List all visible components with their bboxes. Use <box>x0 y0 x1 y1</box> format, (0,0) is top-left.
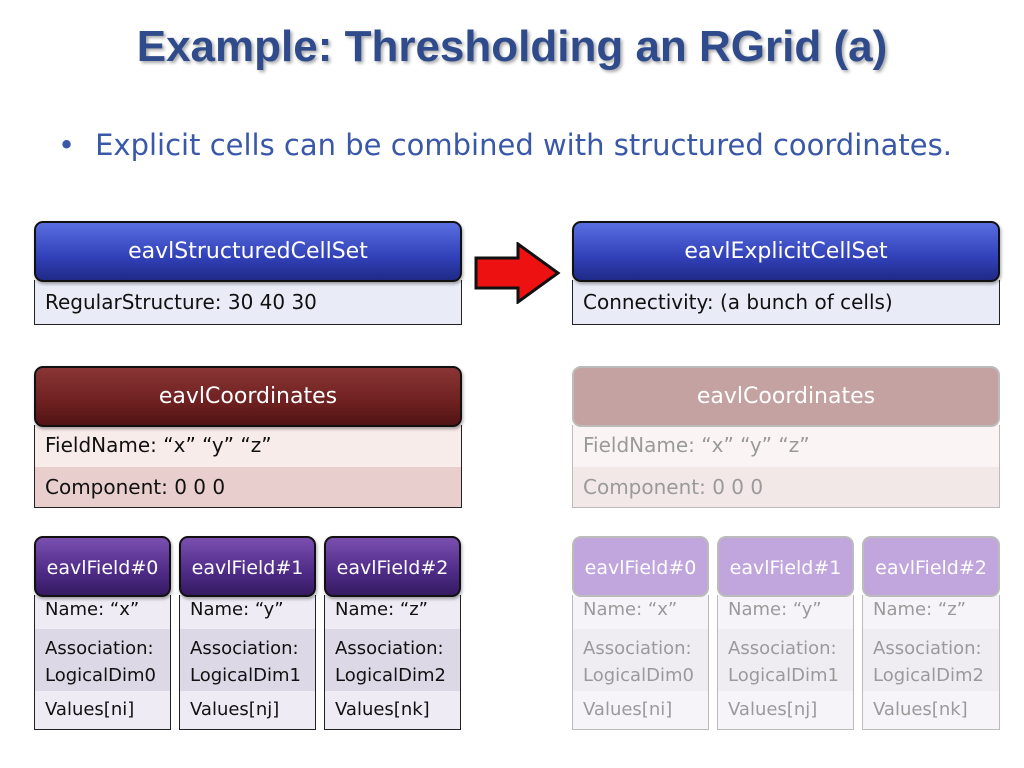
right-field-2-body: Name: “z” Association: LogicalDim2 Value… <box>862 595 1000 730</box>
right-field-0-header: eavlField#0 <box>572 536 709 597</box>
field-values-row: Values[nj] <box>180 691 315 729</box>
field-values-row: Values[nk] <box>863 691 999 729</box>
right-coords-box: eavlCoordinates FieldName: “x” “y” “z” C… <box>572 366 1000 508</box>
left-cellset-body: RegularStructure: 30 40 30 <box>34 280 462 325</box>
right-field-1-header: eavlField#1 <box>717 536 854 597</box>
left-coords-body: FieldName: “x” “y” “z” Component: 0 0 0 <box>34 425 462 508</box>
field-association-value: LogicalDim1 <box>190 665 301 686</box>
field-values-row: Values[nj] <box>718 691 853 729</box>
left-coords-component: Component: 0 0 0 <box>35 467 461 507</box>
left-field-2-body: Name: “z” Association: LogicalDim2 Value… <box>324 595 461 730</box>
left-coords-fieldname: FieldName: “x” “y” “z” <box>35 425 461 467</box>
right-cellset-header: eavlExplicitCellSet <box>572 221 1000 282</box>
right-coords-body: FieldName: “x” “y” “z” Component: 0 0 0 <box>572 425 1000 508</box>
left-coords-header: eavlCoordinates <box>34 366 462 427</box>
field-association-row: Association: LogicalDim1 <box>718 629 853 691</box>
left-field-0: eavlField#0 Name: “x” Association: Logic… <box>34 536 171 730</box>
field-association-value: LogicalDim1 <box>728 665 839 686</box>
field-association-value: LogicalDim2 <box>335 665 446 686</box>
field-values-row: Values[ni] <box>573 691 708 729</box>
field-association-label: Association: <box>583 638 692 659</box>
right-field-2-header: eavlField#2 <box>862 536 1000 597</box>
right-cellset-body: Connectivity: (a bunch of cells) <box>572 280 1000 325</box>
left-field-0-body: Name: “x” Association: LogicalDim0 Value… <box>34 595 171 730</box>
left-cellset-row: RegularStructure: 30 40 30 <box>35 280 461 324</box>
left-field-1: eavlField#1 Name: “y” Association: Logic… <box>179 536 316 730</box>
right-coords-component: Component: 0 0 0 <box>573 467 999 507</box>
left-field-2-header: eavlField#2 <box>324 536 461 597</box>
right-field-1-body: Name: “y” Association: LogicalDim1 Value… <box>717 595 854 730</box>
right-cellset-row: Connectivity: (a bunch of cells) <box>573 280 999 324</box>
field-association-row: Association: LogicalDim0 <box>35 629 170 691</box>
left-field-1-body: Name: “y” Association: LogicalDim1 Value… <box>179 595 316 730</box>
field-name-row: Name: “x” <box>573 595 708 629</box>
field-association-value: LogicalDim2 <box>873 665 984 686</box>
field-association-value: LogicalDim0 <box>45 665 156 686</box>
right-coords-header: eavlCoordinates <box>572 366 1000 427</box>
field-values-row: Values[ni] <box>35 691 170 729</box>
right-field-0: eavlField#0 Name: “x” Association: Logic… <box>572 536 709 730</box>
field-values-row: Values[nk] <box>325 691 460 729</box>
field-association-row: Association: LogicalDim0 <box>573 629 708 691</box>
right-field-1: eavlField#1 Name: “y” Association: Logic… <box>717 536 854 730</box>
field-name-row: Name: “y” <box>718 595 853 629</box>
field-association-label: Association: <box>190 638 299 659</box>
field-name-row: Name: “z” <box>863 595 999 629</box>
field-name-row: Name: “y” <box>180 595 315 629</box>
field-name-row: Name: “x” <box>35 595 170 629</box>
right-field-2: eavlField#2 Name: “z” Association: Logic… <box>862 536 1000 730</box>
bullet-text: Explicit cells can be combined with stru… <box>95 128 952 162</box>
field-association-label: Association: <box>45 638 154 659</box>
bullet-dot-icon: • <box>58 128 76 162</box>
left-cellset-box: eavlStructuredCellSet RegularStructure: … <box>34 221 462 325</box>
left-coords-box: eavlCoordinates FieldName: “x” “y” “z” C… <box>34 366 462 508</box>
slide-title: Example: Thresholding an RGrid (a) <box>136 22 888 71</box>
bullet-point: • Explicit cells can be combined with str… <box>58 128 952 162</box>
field-association-label: Association: <box>873 638 982 659</box>
right-field-0-body: Name: “x” Association: LogicalDim0 Value… <box>572 595 709 730</box>
right-arrow-icon <box>474 242 561 304</box>
left-field-1-header: eavlField#1 <box>179 536 316 597</box>
field-association-row: Association: LogicalDim2 <box>325 629 460 691</box>
field-association-label: Association: <box>728 638 837 659</box>
right-cellset-box: eavlExplicitCellSet Connectivity: (a bun… <box>572 221 1000 325</box>
left-cellset-header: eavlStructuredCellSet <box>34 221 462 282</box>
left-field-2: eavlField#2 Name: “z” Association: Logic… <box>324 536 461 730</box>
field-name-row: Name: “z” <box>325 595 460 629</box>
field-association-value: LogicalDim0 <box>583 665 694 686</box>
right-coords-fieldname: FieldName: “x” “y” “z” <box>573 425 999 467</box>
field-association-row: Association: LogicalDim2 <box>863 629 999 691</box>
field-association-row: Association: LogicalDim1 <box>180 629 315 691</box>
left-field-0-header: eavlField#0 <box>34 536 171 597</box>
field-association-label: Association: <box>335 638 444 659</box>
